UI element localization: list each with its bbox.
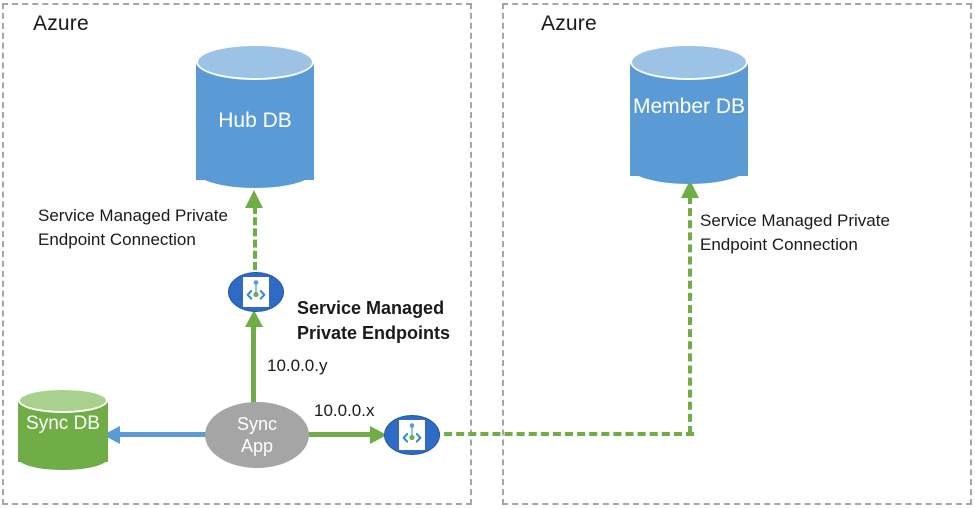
sync-app-label-line2: App	[240, 436, 274, 456]
service-managed-private-endpoints-annotation: Service Managed Private Endpoints	[297, 298, 451, 343]
member-db-bottom	[630, 150, 748, 184]
ip-label-hub: 10.0.0.y	[267, 356, 328, 375]
azure-boundary-left	[2, 3, 472, 505]
connector-sync-app-to-pe-hub	[251, 325, 256, 415]
sync-db-label: Sync DB	[26, 413, 100, 434]
sync-db-bottom	[18, 446, 108, 470]
ip-label-member: 10.0.0.x	[314, 401, 375, 420]
connector-pe-hub-to-hub-db	[253, 206, 257, 270]
hub-db-label: Hub DB	[218, 109, 292, 132]
azure-boundary-right-label: Azure	[541, 12, 597, 35]
member-connection-annotation: Service Managed Private Endpoint Connect…	[700, 211, 890, 254]
connector-sync-app-to-sync-db	[118, 432, 214, 437]
connector-sync-app-to-pe-member-arrowhead	[370, 426, 387, 444]
hub-db-bottom	[196, 154, 314, 188]
sync-db-top	[18, 388, 108, 413]
member-db-label: Member DB	[632, 95, 746, 118]
connector-pe-member-arrowhead	[681, 180, 699, 198]
sync-db-node[interactable]: Sync DB	[18, 388, 108, 472]
hub-db-top	[196, 44, 314, 80]
connector-pe-member-vertical	[688, 196, 692, 434]
sync-app-label-line1: Sync	[236, 414, 278, 434]
sync-app-node[interactable]: Sync App	[205, 402, 309, 468]
private-endpoint-hub-node[interactable]	[228, 272, 284, 312]
azure-boundary-left-label: Azure	[33, 12, 89, 35]
hub-db-node[interactable]: Hub DB	[196, 44, 314, 190]
private-endpoint-icon	[243, 277, 269, 307]
connector-sync-app-to-pe-member	[305, 432, 373, 437]
connector-pe-member-horizontal	[432, 432, 694, 436]
member-db-node[interactable]: Member DB	[630, 44, 748, 186]
private-endpoint-member-node[interactable]	[384, 415, 440, 455]
connector-pe-hub-arrowhead	[245, 190, 263, 208]
connector-sync-app-to-pe-hub-arrowhead	[245, 310, 263, 327]
private-endpoint-icon	[399, 420, 425, 450]
hub-connection-annotation: Service Managed Private Endpoint Connect…	[38, 206, 228, 249]
member-db-top	[630, 44, 748, 80]
azure-boundary-right	[502, 3, 972, 505]
